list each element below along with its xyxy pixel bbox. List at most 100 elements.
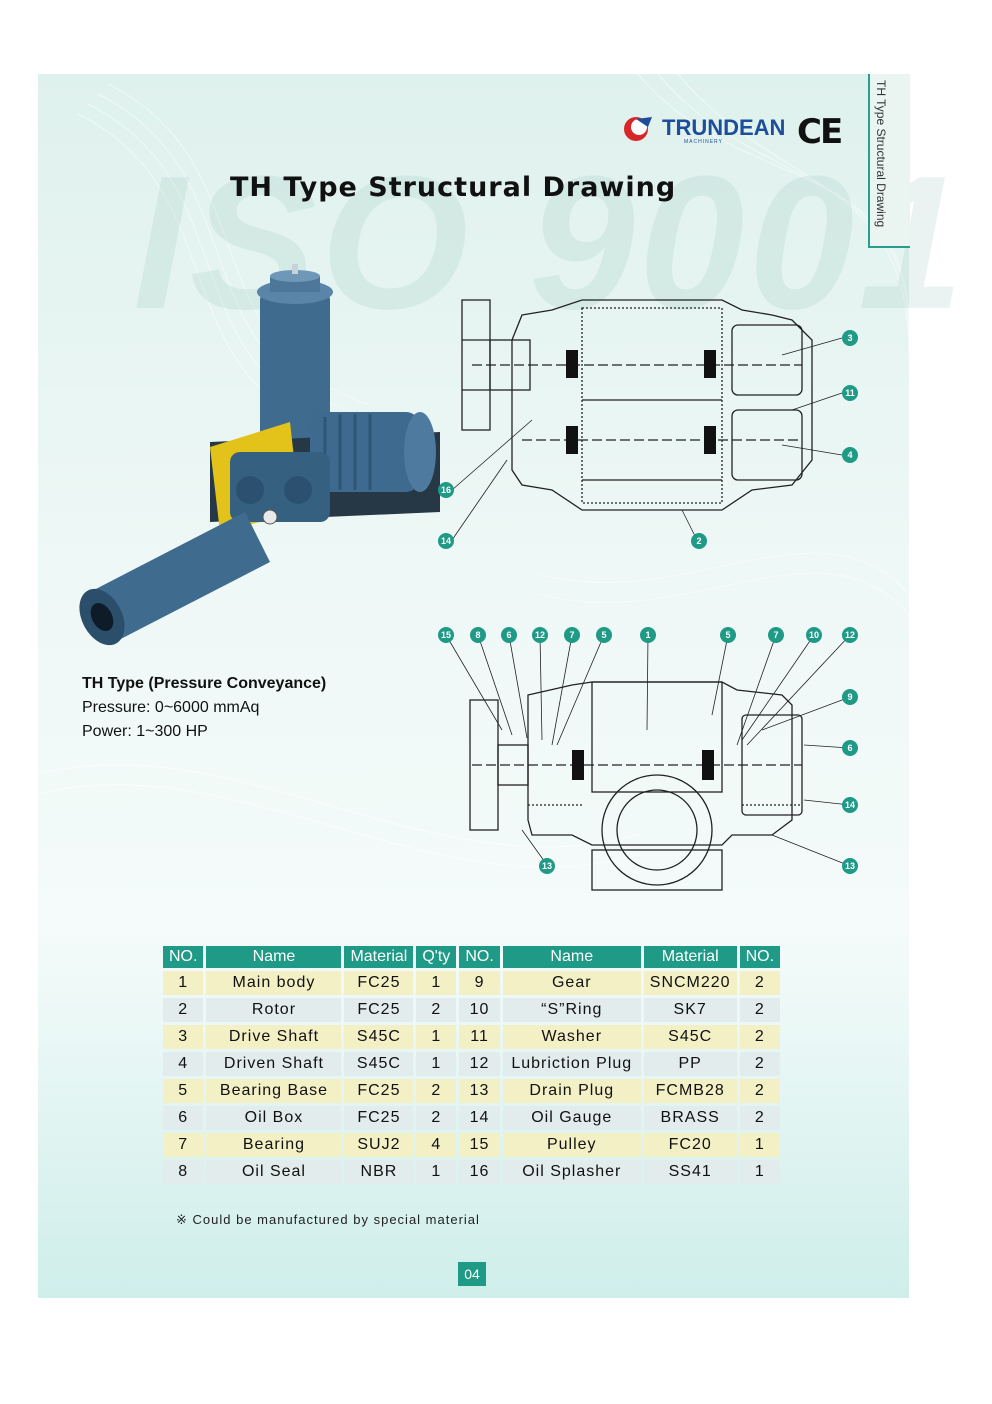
callout-label: 5	[725, 630, 730, 640]
callout-marker	[596, 627, 612, 643]
table-cell: 1	[163, 971, 204, 995]
material-note: ※ Could be manufactured by special mater…	[176, 1212, 480, 1227]
table-cell: FC20	[643, 1133, 737, 1157]
table-cell: Bearing	[206, 1133, 342, 1157]
callout-marker	[842, 689, 858, 705]
header-cell: Q'ty	[416, 946, 457, 968]
callout-label: 10	[809, 630, 819, 640]
table-cell: 14	[459, 1106, 500, 1130]
callout-label: 14	[845, 800, 855, 810]
table-cell: 2	[739, 1079, 781, 1103]
table-cell: 2	[739, 971, 781, 995]
header-cell: NO.	[163, 946, 204, 968]
callout-marker	[470, 627, 486, 643]
page-title: TH Type Structural Drawing	[230, 172, 677, 203]
table-cell: Bearing Base	[206, 1079, 342, 1103]
callout-label: 14	[441, 536, 451, 546]
callout-label: 15	[441, 630, 451, 640]
table-cell: 2	[416, 1106, 457, 1130]
table-cell: Drain Plug	[502, 1079, 641, 1103]
callout-label: 12	[535, 630, 545, 640]
table-cell: FC25	[344, 1106, 414, 1130]
table-cell: 6	[163, 1106, 204, 1130]
table-cell: 12	[459, 1052, 500, 1076]
callout-label: 9	[847, 692, 852, 702]
table-cell: 5	[163, 1079, 204, 1103]
table-cell: Gear	[502, 971, 641, 995]
table-cell: 3	[163, 1025, 204, 1049]
table-cell: Drive Shaft	[206, 1025, 342, 1049]
table-cell: Driven Shaft	[206, 1052, 342, 1076]
blower-photo	[79, 264, 440, 646]
table-cell: 15	[459, 1133, 500, 1157]
table-cell: 4	[416, 1133, 457, 1157]
top-callouts: 3 11 4 16 14 2	[438, 330, 858, 549]
callout-label: 7	[569, 630, 574, 640]
table-cell: FC25	[344, 971, 414, 995]
brand-sub: MACHINERY	[684, 139, 723, 145]
structural-drawing-bottom: 15 8 6 12 7 5 1 5 7 10 12 9 6 14 13 13	[438, 627, 858, 891]
table-cell: Washer	[502, 1025, 641, 1049]
table-cell: Main body	[206, 971, 342, 995]
table-cell: 1	[416, 1052, 457, 1076]
callout-marker	[691, 533, 707, 549]
callout-marker	[842, 858, 858, 874]
table-cell: Rotor	[206, 998, 342, 1022]
table-cell: 2	[739, 998, 781, 1022]
table-cell: Pulley	[502, 1133, 641, 1157]
callout-label: 7	[773, 630, 778, 640]
callout-marker	[438, 482, 454, 498]
table-cell: 2	[739, 1052, 781, 1076]
callout-label: 3	[847, 333, 852, 343]
table-cell: PP	[643, 1052, 737, 1076]
callout-label: 12	[845, 630, 855, 640]
callout-label: 11	[845, 388, 855, 398]
callout-marker	[842, 330, 858, 346]
callout-marker	[501, 627, 517, 643]
page-number: 04	[458, 1262, 486, 1286]
table-cell: FC25	[344, 998, 414, 1022]
callout-label: 16	[441, 485, 451, 495]
table-cell: SNCM220	[643, 971, 737, 995]
callout-marker	[842, 627, 858, 643]
table-cell: 7	[163, 1133, 204, 1157]
header-cell: NO.	[739, 946, 781, 968]
callout-label: 1	[645, 630, 650, 640]
callout-marker	[842, 797, 858, 813]
table-cell: 13	[459, 1079, 500, 1103]
callout-label: 5	[601, 630, 606, 640]
table-cell: SUJ2	[344, 1133, 414, 1157]
table-cell: S45C	[643, 1025, 737, 1049]
table-cell: 4	[163, 1052, 204, 1076]
table-cell: 2	[416, 998, 457, 1022]
table-header-row: NO. Name Material Q'ty NO. Name Material…	[163, 946, 781, 968]
table-cell: 2	[739, 1025, 781, 1049]
callout-marker	[806, 627, 822, 643]
table-cell: FCMB28	[643, 1079, 737, 1103]
table-cell: NBR	[344, 1160, 414, 1184]
callout-marker	[438, 533, 454, 549]
table-cell: Lubriction Plug	[502, 1052, 641, 1076]
callout-marker	[842, 740, 858, 756]
callout-label: 6	[847, 743, 852, 753]
table-cell: 11	[459, 1025, 500, 1049]
callout-marker	[640, 627, 656, 643]
table-cell: Oil Box	[206, 1106, 342, 1130]
table-cell: 10	[459, 998, 500, 1022]
side-tab: TH Type Structural Drawing	[868, 74, 910, 248]
table-cell: “S”Ring	[502, 998, 641, 1022]
callout-label: 13	[845, 861, 855, 871]
table-cell: 16	[459, 1160, 500, 1184]
product-info: TH Type (Pressure Conveyance) Pressure: …	[82, 672, 326, 744]
table-cell: SK7	[643, 998, 737, 1022]
table-cell: 2	[739, 1106, 781, 1130]
table-cell: S45C	[344, 1052, 414, 1076]
header-cell: NO.	[459, 946, 500, 968]
header-cell: Name	[502, 946, 641, 968]
callout-marker	[720, 627, 736, 643]
